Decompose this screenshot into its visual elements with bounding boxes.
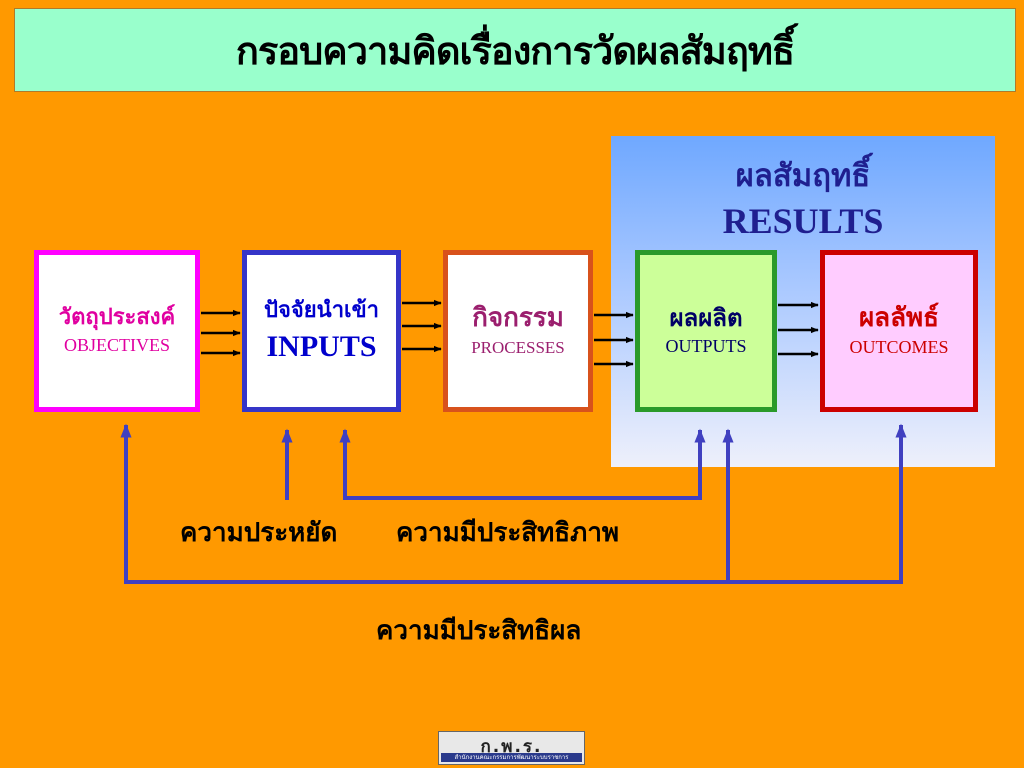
outcomes-box: ผลลัพธ์ OUTCOMES xyxy=(820,250,978,412)
title-bar: กรอบความคิดเรื่องการวัดผลสัมฤทธิ์ xyxy=(14,8,1016,92)
results-title-th: ผลสัมฤทธิ์ xyxy=(735,158,871,194)
effectiveness-label: ความมีประสิทธิผล xyxy=(376,616,582,646)
outcomes-label-th: ผลลัพธ์ xyxy=(858,302,940,333)
flow-arrows-processes-outputs xyxy=(594,311,634,368)
objectives-label-en: OBJECTIVES xyxy=(63,335,170,356)
processes-box: กิจกรรม PROCESSES xyxy=(443,250,593,412)
inputs-box: ปัจจัยนำเข้า INPUTS xyxy=(242,250,401,412)
processes-label-en: PROCESSES xyxy=(471,337,565,357)
outputs-label-en: OUTPUTS xyxy=(665,336,747,357)
outputs-box: ผลผลิต OUTPUTS xyxy=(635,250,777,412)
logo-subtext: สำนักงานคณะกรรมการพัฒนาระบบราชการ xyxy=(441,753,582,762)
effectiveness-arrow-right xyxy=(728,423,907,584)
objectives-label-th: วัตถุประสงค์ xyxy=(58,305,176,330)
outputs-label-th: ผลผลิต xyxy=(669,303,743,332)
objectives-box: วัตถุประสงค์ OBJECTIVES xyxy=(34,250,200,412)
inputs-label-th: ปัจจัยนำเข้า xyxy=(264,298,379,324)
outcomes-label-en: OUTCOMES xyxy=(849,337,949,358)
feedback-arrows xyxy=(120,423,907,584)
effectiveness-arrow-left xyxy=(120,423,728,584)
flow-arrows-objectives-inputs xyxy=(201,309,241,357)
logo-text: ก.พ.ร. xyxy=(480,737,543,757)
flow-arrows-inputs-processes xyxy=(402,299,442,353)
efficiency-label: ความมีประสิทธิภาพ xyxy=(396,518,620,548)
processes-label-th: กิจกรรม xyxy=(472,303,564,334)
flow-arrows-outputs-outcomes xyxy=(778,301,819,358)
efficiency-arrow xyxy=(339,428,702,500)
opdc-logo: ก.พ.ร. สำนักงานคณะกรรมการพัฒนาระบบราชการ xyxy=(438,731,585,765)
page-title: กรอบความคิดเรื่องการวัดผลสัมฤทธิ์ xyxy=(235,28,795,73)
results-title-en: RESULTS xyxy=(722,201,884,241)
inputs-label-en: INPUTS xyxy=(266,329,377,363)
economy-label: ความประหยัด xyxy=(180,518,338,548)
